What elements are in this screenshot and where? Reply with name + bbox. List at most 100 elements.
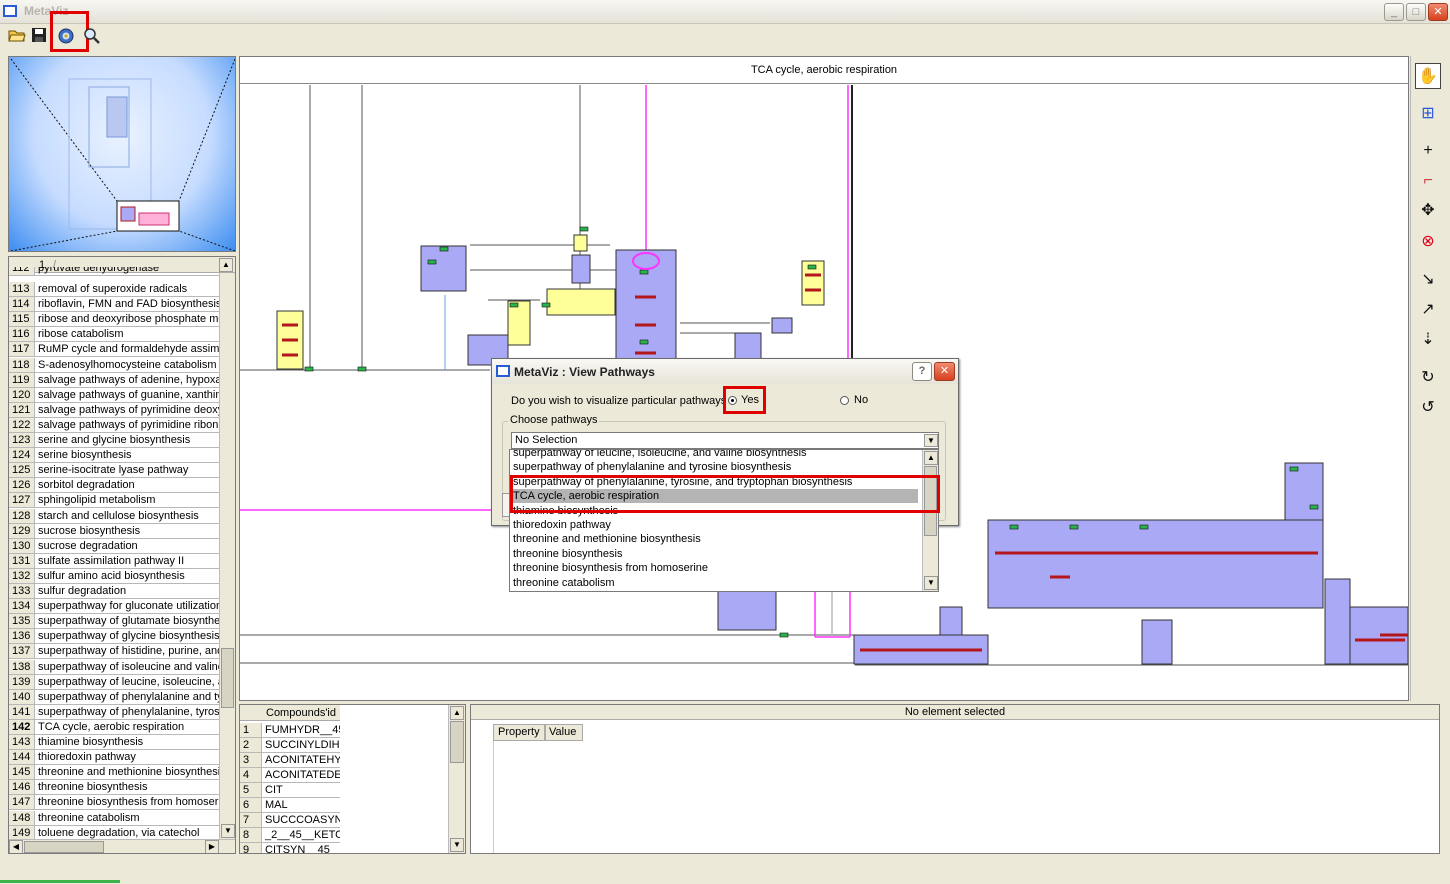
large-pathway-box[interactable] — [987, 519, 1324, 609]
pathway-dropdown-list[interactable]: superpathway of leucine, isoleucine, and… — [509, 449, 939, 592]
fit-view-icon[interactable]: ⊞ — [1421, 105, 1435, 122]
chevron-down-icon[interactable]: ▼ — [924, 434, 938, 447]
scrollbar-thumb[interactable] — [221, 648, 234, 708]
scroll-down-button[interactable]: ▼ — [924, 576, 938, 590]
anchor-icon[interactable]: ⇣ — [1421, 331, 1435, 348]
yellow-pathway-box[interactable] — [507, 300, 531, 346]
dropdown-option[interactable]: threonine biosynthesis from homoserine — [513, 562, 709, 575]
pathway-box[interactable] — [939, 606, 963, 636]
dropdown-option[interactable]: superpathway of phenylalanine and tyrosi… — [513, 461, 792, 474]
hscroll-thumb[interactable] — [24, 841, 104, 853]
table-row[interactable]: 8_2__45__KETO( — [240, 828, 340, 843]
curve-up-icon[interactable]: ↗ — [1421, 301, 1435, 318]
scroll-right-button[interactable]: ▶ — [205, 840, 219, 853]
minimize-button[interactable]: _ — [1384, 3, 1404, 21]
dropdown-option[interactable]: superpathway of leucine, isoleucine, and… — [513, 449, 807, 459]
no-radio[interactable]: No — [840, 394, 876, 408]
search-icon[interactable] — [81, 27, 103, 49]
dropdown-option[interactable]: threonine and methionine biosynthesis — [513, 533, 701, 546]
scroll-down-button[interactable]: ▼ — [450, 838, 464, 852]
scroll-left-button[interactable]: ◀ — [9, 840, 23, 853]
close-button[interactable]: ✕ — [1428, 3, 1448, 21]
help-button[interactable]: ? — [912, 362, 932, 381]
pathway-box[interactable] — [717, 589, 777, 631]
scroll-up-button[interactable]: ▲ — [219, 258, 233, 272]
scroll-down-button[interactable]: ▼ — [221, 824, 235, 838]
maximize-button[interactable]: □ — [1406, 3, 1426, 21]
scroll-up-button[interactable]: ▲ — [924, 451, 938, 465]
dropdown-option[interactable]: TCA cycle, aerobic respiration — [513, 489, 918, 504]
hand-icon[interactable]: ✋ — [1415, 63, 1441, 89]
scroll-up-button[interactable]: ▲ — [450, 706, 464, 720]
yellow-pathway-box[interactable] — [573, 234, 588, 252]
add-node-icon[interactable]: + — [1423, 142, 1433, 159]
table-row[interactable]: 7SUCCCOASYN_ — [240, 813, 340, 828]
pathway-box[interactable] — [420, 245, 467, 292]
dropdown-option[interactable]: toluene degradation, via catechol — [513, 590, 918, 591]
overview-minimap[interactable] — [8, 56, 236, 252]
pathway-combobox[interactable]: No Selection ▼ — [511, 432, 939, 449]
undo-icon[interactable]: ↺ — [1421, 399, 1435, 416]
yellow-pathway-box[interactable] — [546, 288, 616, 316]
move-icon[interactable]: ✥ — [1421, 202, 1435, 219]
open-folder-icon[interactable] — [6, 27, 28, 49]
pathway-box[interactable] — [1284, 462, 1324, 521]
dropdown-scrollbar[interactable]: ▲ ▼ — [922, 450, 938, 591]
dropdown-option[interactable]: thioredoxin pathway — [513, 519, 611, 531]
yellow-pathway-box[interactable] — [801, 260, 825, 306]
redo-icon[interactable]: ↻ — [1421, 369, 1435, 386]
pathway-box[interactable] — [734, 332, 762, 360]
horizontal-scrollbar[interactable]: ◀ ▶ — [9, 839, 235, 853]
curve-down-icon[interactable]: ↘ — [1421, 271, 1435, 288]
list-item[interactable]: 112 pyruvate dehydrogenase — [9, 267, 219, 276]
add-edge-icon[interactable]: ⌐ — [1423, 172, 1433, 189]
pathway-box[interactable] — [571, 254, 591, 284]
yes-radio[interactable]: Yes — [728, 394, 764, 408]
dropdown-option[interactable]: threonine catabolism — [513, 576, 615, 589]
pathway-box[interactable] — [1324, 578, 1351, 665]
view-pathways-icon[interactable] — [55, 27, 77, 49]
value-column-header[interactable]: Value — [545, 724, 583, 741]
dropdown-option[interactable]: superpathway of phenylalanine, tyrosine,… — [513, 475, 853, 488]
pathway-box[interactable] — [1141, 619, 1173, 665]
